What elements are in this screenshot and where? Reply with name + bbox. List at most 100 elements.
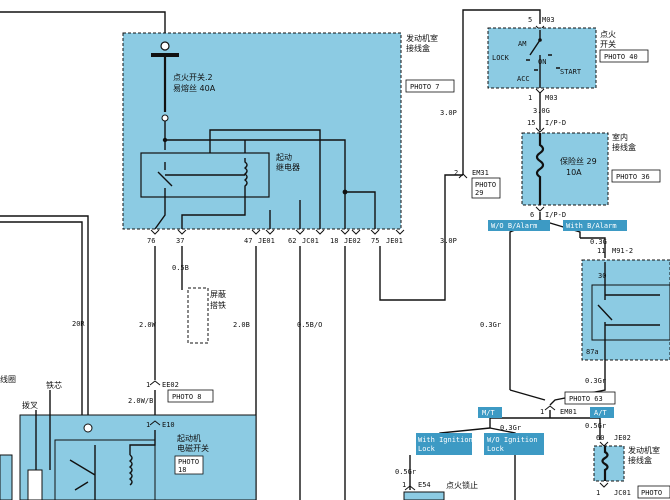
wire-left-h2 (0, 221, 83, 420)
indoor-photo: PHOTO 36 (616, 173, 650, 181)
wire-03gr-label-3: 0.3Gr (585, 377, 606, 385)
ign-contact-icon (538, 38, 542, 42)
indoor-top-chevron (535, 127, 545, 133)
ebox-wire-a (164, 121, 346, 229)
relay-label-1: 起动 (276, 152, 292, 162)
junction-dot (162, 137, 168, 143)
pin-62: 62 (288, 237, 296, 245)
em31-photo-frame (471, 177, 501, 199)
relay-label-2: 继电器 (276, 162, 300, 172)
wire-20w-label: 2.0W (139, 321, 157, 329)
e54-chevron (404, 485, 416, 491)
pin-76: 76 (147, 237, 155, 245)
relay-switch-icon (157, 162, 173, 197)
shield-ground-box (187, 287, 209, 344)
wire-03gr-label-2: 0.3Gr (500, 424, 521, 432)
pin-je01-b: JE01 (386, 237, 403, 245)
indoor-conn-top: I/P-D (545, 119, 566, 127)
ign-pos-acc: ACC (517, 75, 530, 83)
indoor-title-2: 接线盒 (612, 142, 636, 152)
pin-47: 47 (244, 237, 252, 245)
e10-label: E10 (162, 421, 175, 429)
starter-photo-frame (174, 455, 204, 475)
ign-pos-lock: LOCK (492, 54, 510, 62)
starter-coil-icon (128, 454, 133, 486)
engine-box-pins: 76 37 47 JE01 62 JC01 18 JE02 75 JE01 (147, 237, 403, 245)
wire-ign-top (462, 9, 541, 175)
core-label: 铁芯 (46, 380, 62, 390)
e54-box (403, 491, 445, 500)
with-alarm-text: With B/Alarm (566, 222, 617, 230)
ign-pos-start: START (560, 68, 582, 76)
engine-box-photo: PHOTO 7 (410, 83, 440, 91)
ign-conn-bottom: M03 (545, 94, 558, 102)
m91-pin: 11 (597, 247, 605, 255)
wire-3op-bottom-label: 3.0P (440, 237, 457, 245)
wire-20wb-label: 2.0W/B (128, 397, 153, 405)
pin-je01: JE01 (258, 237, 275, 245)
ee02-photo: PHOTO 8 (172, 393, 202, 401)
starter-terminal-icon (83, 423, 93, 433)
ee02-pin: 1 (146, 381, 150, 389)
wire-05gr-label: 0.5Gr (395, 468, 416, 476)
ignition-switch-box (487, 27, 597, 89)
em01-photo: PHOTO 63 (569, 395, 603, 403)
e54-title: 点火锁止 (446, 480, 478, 490)
connector-chevrons (150, 229, 405, 235)
engine-box-photo-frame (405, 79, 455, 93)
indoor-pin-top: 15 (527, 119, 535, 127)
pin-75: 75 (371, 237, 379, 245)
at-tag (590, 407, 614, 418)
jc01-pin: 1 (596, 489, 600, 497)
e10-pin: 1 (146, 421, 150, 429)
engine-box-title-2: 接线盒 (406, 43, 430, 53)
ign-photo: PHOTO 40 (604, 53, 638, 61)
wire-05gr-label-2: 0.5Gr (585, 422, 606, 430)
m91-relay-box (581, 259, 670, 361)
wire-3op-top-label: 3.0P (440, 109, 457, 117)
ee02-label: EE02 (162, 381, 179, 389)
wire-75-route (379, 174, 463, 301)
starter-switch-icon (69, 445, 96, 500)
m91-inner-box (591, 284, 670, 341)
fuse-label-1: 点火开关.2 (173, 72, 213, 82)
em31-chevron (458, 173, 468, 179)
fork-lever-icon (27, 469, 43, 500)
fork-label: 拨叉 (22, 400, 38, 410)
em31-photo-2: 29 (475, 189, 483, 197)
engine-box-title-1: 发动机室 (406, 33, 438, 43)
wire-05b-label: 0.5B (172, 264, 189, 272)
jc01-conn: JC01 (614, 489, 631, 497)
jc01-photo-frame (637, 485, 670, 499)
e54-conn: E54 (418, 481, 431, 489)
starter-photo-2: 18 (178, 466, 186, 474)
wo-ign-lock-2: Lock (487, 445, 505, 453)
mt-tag (478, 407, 502, 418)
indoor-conn-bottom: I/P-D (545, 211, 566, 219)
wire-to-m91 (580, 237, 606, 258)
ign-title-2: 开关 (600, 39, 616, 49)
relay-coil-icon (243, 158, 248, 197)
je02-conn: JE02 (614, 434, 631, 442)
mt-text: M/T (482, 409, 495, 417)
em01-conn: EM01 (560, 408, 577, 416)
starter-inner-wire (129, 430, 156, 455)
m91-switch-icon (597, 262, 660, 360)
je02-title-1: 发动机室 (628, 445, 660, 455)
wire-20r-label: 20R (72, 320, 85, 328)
je02-title-2: 接线盒 (628, 455, 652, 465)
ground-label-2: 搭铁 (210, 300, 226, 310)
pin-jc01: JC01 (302, 237, 319, 245)
m91-conn: M91-2 (612, 247, 633, 255)
ign-pin-bottom: 1 (528, 94, 532, 102)
ign-pin-top: 5 (528, 16, 532, 24)
e54-pin: 1 (402, 481, 406, 489)
engine-junction-box (122, 32, 402, 230)
at-text: A/T (594, 409, 607, 417)
je02-fuse-icon (601, 446, 609, 481)
fuse-bar-icon (151, 53, 179, 57)
indoor-fuse-2: 10A (566, 168, 582, 177)
e10-chevron (149, 420, 161, 426)
left-edge-gear-icon (0, 454, 13, 500)
